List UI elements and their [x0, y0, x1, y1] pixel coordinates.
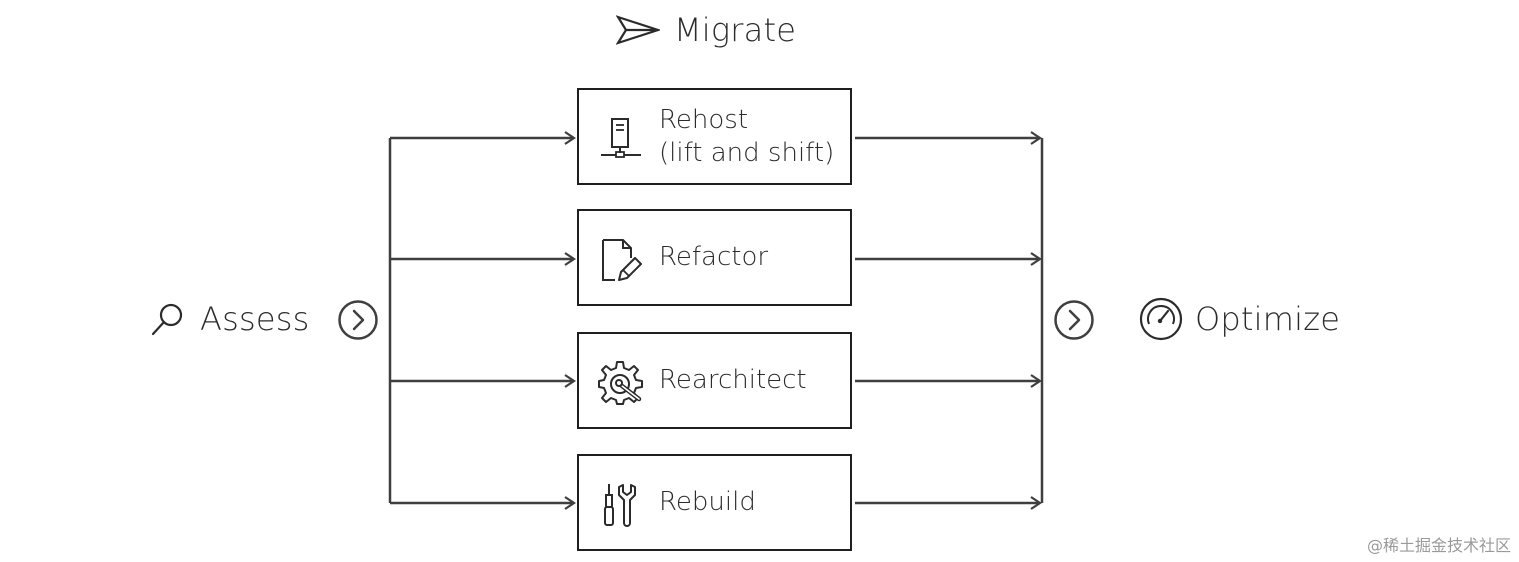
- paper-plane-icon: [616, 15, 660, 45]
- option-refactor: Refactor: [577, 209, 852, 306]
- assess-stage: Assess: [150, 296, 309, 342]
- option-rebuild: Rebuild: [577, 454, 852, 551]
- title-text: Migrate: [674, 11, 797, 49]
- assess-label: Assess: [200, 300, 310, 338]
- optimize-label: Optimize: [1195, 300, 1341, 338]
- server-icon: [601, 118, 641, 158]
- option-label-line1: Rearchitect: [659, 365, 807, 395]
- search-icon: [151, 303, 183, 336]
- chevron-right-circle-icon: [338, 300, 378, 340]
- diagram-title: Migrate: [616, 8, 796, 52]
- option-label: Rebuild: [659, 456, 756, 549]
- option-label-line1: Rebuild: [659, 487, 756, 517]
- option-rehost: Rehost (lift and shift): [577, 88, 852, 185]
- option-rearchitect: Rearchitect: [577, 332, 852, 429]
- optimize-stage: Optimize: [1139, 296, 1340, 342]
- option-label-line2: (lift and shift): [659, 137, 835, 168]
- watermark: @稀土掘金技术社区: [1366, 536, 1511, 555]
- document-edit-icon: [602, 239, 642, 281]
- option-label: Rearchitect: [659, 334, 807, 427]
- tools-icon: [604, 484, 636, 527]
- option-label-line1: Rehost: [659, 104, 749, 135]
- option-label: Rehost (lift and shift): [659, 90, 834, 183]
- option-label: Refactor: [659, 211, 768, 304]
- gauge-icon: [1139, 297, 1183, 341]
- gear-wrench-icon: [598, 361, 643, 405]
- chevron-right-circle-icon: [1054, 300, 1094, 340]
- option-label-line1: Refactor: [659, 242, 769, 272]
